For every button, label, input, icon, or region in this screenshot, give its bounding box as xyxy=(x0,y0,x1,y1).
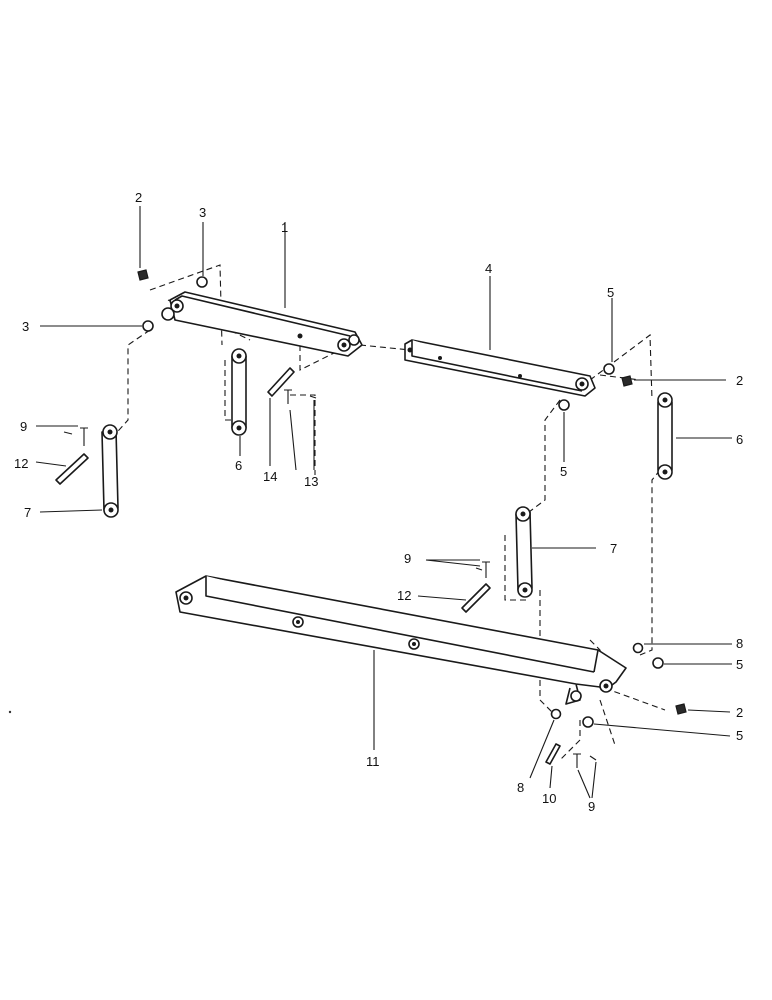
callout-8: 8 xyxy=(736,636,743,651)
callout-5: 5 xyxy=(607,285,614,300)
bolt-icon xyxy=(284,389,292,404)
grease-fitting-icon xyxy=(675,703,687,715)
callout-7: 7 xyxy=(610,541,617,556)
callout-6: 6 xyxy=(235,458,242,473)
boom-part-11 xyxy=(175,575,627,705)
callout-5: 5 xyxy=(560,464,567,479)
callout-9: 9 xyxy=(588,799,595,814)
cotter-pin-icon xyxy=(475,567,483,571)
pin-icon xyxy=(55,453,89,485)
callout-4: 4 xyxy=(485,261,492,276)
bushing-icon xyxy=(196,276,208,288)
cotter-pin-icon xyxy=(63,431,73,435)
callout-3: 3 xyxy=(199,205,206,220)
bushing-icon xyxy=(550,708,562,720)
callout-13: 13 xyxy=(304,474,318,489)
pin-icon xyxy=(545,743,561,765)
hardware xyxy=(55,269,687,768)
bolt-icon xyxy=(80,427,88,446)
bushing-icon xyxy=(582,716,594,728)
bushing-icon xyxy=(603,363,615,375)
callout-14: 14 xyxy=(263,469,277,484)
bar-part-4 xyxy=(404,339,596,397)
bushing-icon xyxy=(558,399,570,411)
link-part-7-center xyxy=(515,506,533,598)
bushing-icon xyxy=(142,320,154,332)
stray-dot xyxy=(8,710,12,714)
callout-10: 10 xyxy=(542,791,556,806)
bolt-icon xyxy=(573,753,581,768)
cotter-pin-icon xyxy=(309,395,317,399)
grease-fitting-icon xyxy=(137,269,149,281)
callout-9: 9 xyxy=(20,419,27,434)
callouts: 2 3 1 3 4 5 2 6 5 6 14 13 9 12 7 9 7 12 … xyxy=(14,190,743,814)
bushing-icon xyxy=(632,642,644,654)
callout-8: 8 xyxy=(517,780,524,795)
callout-2: 2 xyxy=(736,373,743,388)
link-part-7-left xyxy=(101,424,119,518)
callout-12: 12 xyxy=(397,588,411,603)
bushing-icon xyxy=(652,657,664,669)
callout-6: 6 xyxy=(736,432,743,447)
callout-2: 2 xyxy=(736,705,743,720)
callout-7: 7 xyxy=(24,505,31,520)
grease-fitting-icon xyxy=(621,375,633,387)
callout-1: 1 xyxy=(281,220,288,235)
cotter-pin-icon xyxy=(589,755,597,761)
callout-2: 2 xyxy=(135,190,142,205)
assembly-lines xyxy=(109,264,666,761)
leader-lines xyxy=(35,206,732,799)
bolt-icon xyxy=(482,561,490,578)
pin-icon xyxy=(267,367,295,397)
callout-11: 11 xyxy=(366,754,380,769)
callout-5: 5 xyxy=(736,657,743,672)
link-part-6-right xyxy=(657,392,673,480)
callout-12: 12 xyxy=(14,456,28,471)
callout-3: 3 xyxy=(22,319,29,334)
pin-icon xyxy=(461,583,491,613)
arm-part-1 xyxy=(161,291,363,357)
link-part-6-left xyxy=(231,348,247,436)
callout-9: 9 xyxy=(404,551,411,566)
callout-5: 5 xyxy=(736,728,743,743)
